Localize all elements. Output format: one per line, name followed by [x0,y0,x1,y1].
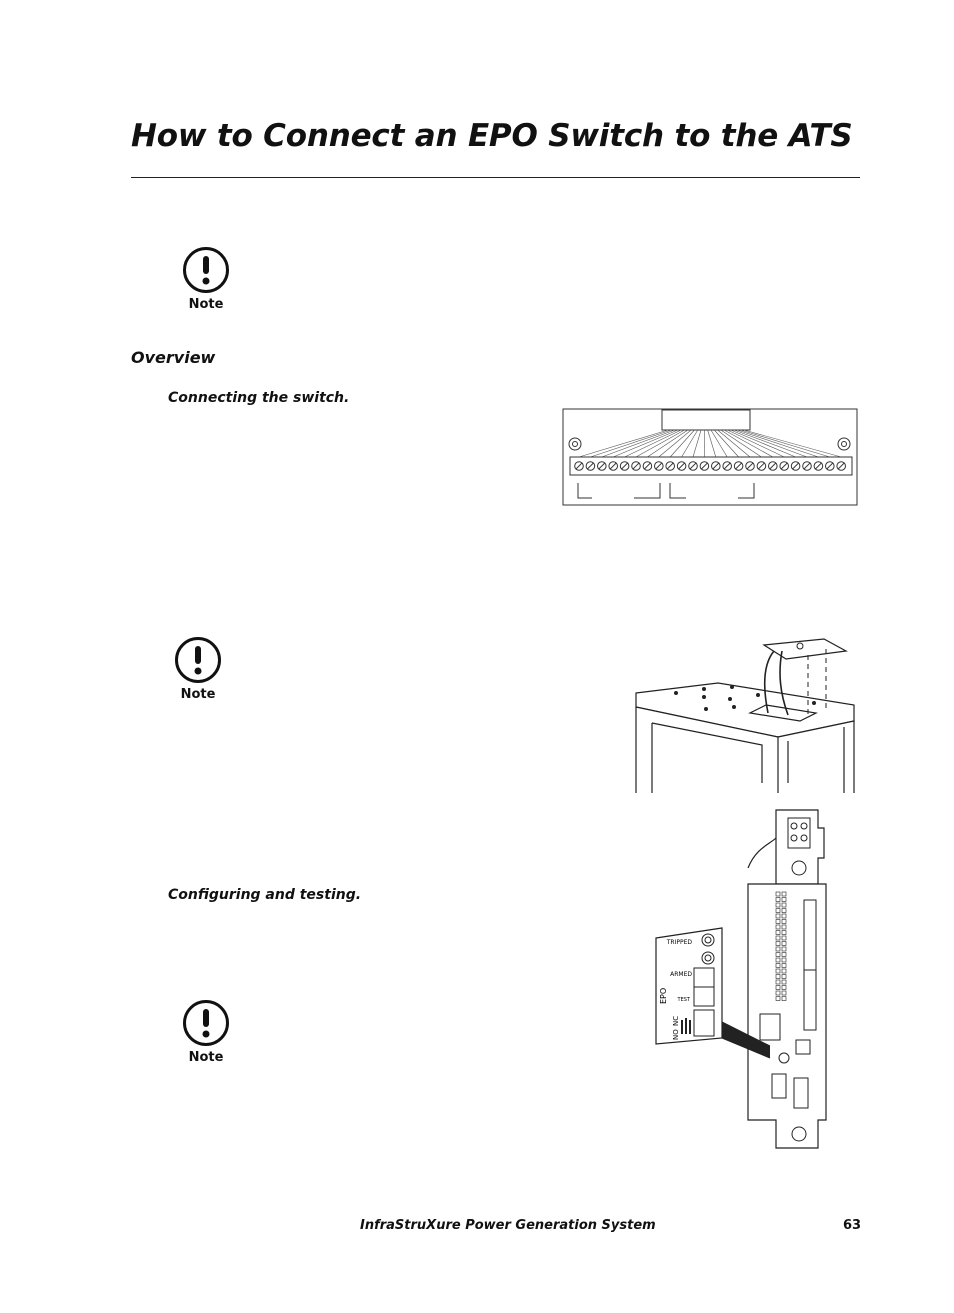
connector-pin [781,891,787,897]
note-label: Note [180,687,216,702]
wire-line [669,429,695,458]
connector-pin [781,946,787,952]
label-epo: EPO [659,988,668,1004]
wire-line [733,429,808,458]
connector-pin [781,941,787,946]
connector-pin [781,919,787,924]
connector-pin [781,902,787,908]
connector-pin [781,908,787,913]
section-heading-overview: Overview [131,348,216,367]
wire-line [624,429,682,458]
wire-line [635,429,685,458]
connector-pin [781,935,787,941]
connector-pin [781,957,787,963]
connector-pin [775,979,781,985]
exclamation-icon [202,1009,210,1038]
connector-pin [775,996,781,1001]
wire-line [714,429,739,458]
connector-pin [781,990,787,996]
connector-pin [775,924,781,930]
connector-pin [781,924,787,930]
page-number: 63 [843,1218,862,1233]
connector-pin [775,913,781,919]
connector-pin [775,952,781,957]
footer-title: InfraStruXure Power Generation System [360,1218,656,1233]
wire-line [720,429,762,458]
connector-pin [781,930,787,935]
connector-pin [781,968,787,974]
wire-line [710,429,728,458]
exclamation-icon [194,646,202,675]
wire-line [647,429,688,458]
connector-pin [781,979,787,985]
connector-pin [775,891,781,897]
connector-pin [781,985,787,990]
note-label: Note [188,297,224,312]
connector-pin [775,957,781,963]
page-title: How to Connect an EPO Switch to the ATS [131,118,853,154]
label-nc: NC [672,1016,680,1026]
note-label: Note [188,1050,224,1065]
note-callout-3: Note [179,1000,243,1080]
wire-line [743,429,842,458]
cabinet-top-diagram [635,638,855,793]
note-callout-2: Note [171,637,235,717]
wire-line [737,429,819,458]
connector-pin [775,930,781,935]
wire-line [707,429,717,458]
connector-pin [781,897,787,902]
connector-pin [775,990,781,996]
wire-line [658,429,692,458]
connector-pin [775,974,781,979]
connector-pin [775,968,781,974]
wire-line [613,429,679,458]
exclamation-icon [202,256,210,285]
wire-line [727,429,785,458]
wire-line [724,429,773,458]
connector-pin [775,941,781,946]
wire-line [692,429,702,458]
connector-pin [781,996,787,1001]
wire-line [601,429,675,458]
subheading-connecting: Connecting the switch. [168,390,350,406]
connector-pin [775,902,781,908]
label-no: NO [672,1029,680,1040]
connector-pin [775,919,781,924]
wire-line [681,429,698,458]
connector-pin [775,985,781,990]
wire-line [578,429,669,458]
label-tripped: TRIPPED [666,939,693,946]
note-circle [175,637,221,683]
connector-pin [775,946,781,952]
title-divider [131,177,860,178]
wire-line [590,429,672,458]
note-circle [183,247,229,293]
connector-pin [775,935,781,941]
note-circle [183,1000,229,1046]
connector-pin [781,963,787,968]
connector-pin [781,913,787,919]
label-armed: ARMED [670,971,692,978]
wire-line [730,429,796,458]
connector-pin [781,974,787,979]
connector-pin [775,897,781,902]
connector-pin [775,963,781,968]
connector-pin [775,908,781,913]
wire-line [717,429,751,458]
terminal-block-diagram [562,408,858,506]
subheading-configuring: Configuring and testing. [168,887,362,903]
label-test: TEST [677,997,691,1003]
connector-pin [781,952,787,957]
note-callout-1: Note [179,247,243,327]
wire-line [740,429,830,458]
controller-epo-diagram: TRIPPED ARMED TEST EPO NO NC [655,809,827,1149]
